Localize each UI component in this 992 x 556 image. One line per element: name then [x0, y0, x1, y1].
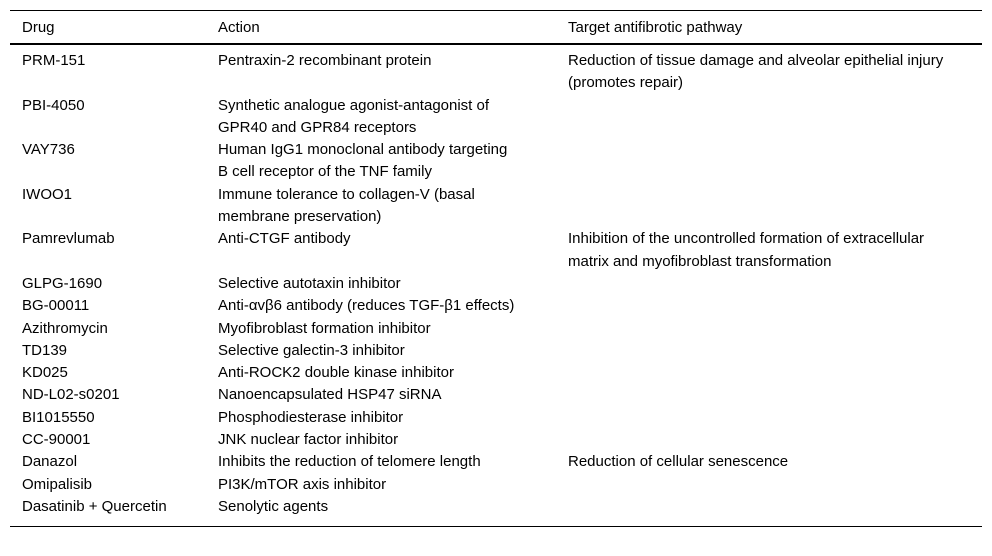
cell-action: JNK nuclear factor inhibitor [218, 431, 399, 449]
table-row: PBI-4050 Synthetic analogue agonist-antag… [10, 95, 982, 140]
paper-table-container: Drug Action Target antifibrotic pathway … [10, 10, 982, 528]
cell-action: Selective galectin-3 inhibitor [218, 341, 405, 359]
antifibrotic-drugs-table: Drug Action Target antifibrotic pathway … [10, 10, 982, 528]
cell-drug: Dasatinib + Quercetin [22, 497, 167, 515]
table-row: VAY736 Human IgG1 monoclonal antibody tar… [10, 139, 982, 184]
cell-target [568, 318, 982, 340]
cell-target [568, 273, 982, 295]
cell-target [568, 295, 982, 317]
table-header-row: Drug Action Target antifibrotic pathway [10, 10, 982, 45]
cell-target [568, 95, 982, 140]
cell-action: PI3K/mTOR axis inhibitor [218, 475, 387, 493]
cell-drug: BG-00011 [22, 297, 90, 315]
cell-target [568, 362, 982, 384]
table-row: PRM-151 Pentraxin-2 recombinant protein Re… [10, 44, 982, 95]
cell-drug: Azithromycin [22, 319, 108, 337]
table-row: TD139 Selective galectin-3 inhibitor [10, 340, 982, 362]
cell-target: Reduction of cellular senescence [568, 453, 789, 471]
cell-drug: Omipalisib [22, 475, 93, 493]
cell-target [568, 340, 982, 362]
cell-action: Anti-αvβ6 antibody (reduces TGF-β1 effec… [218, 297, 515, 315]
cell-target [568, 139, 982, 184]
cell-drug: GLPG-1690 [22, 274, 103, 292]
column-header-action: Action [218, 10, 568, 45]
cell-action: Pentraxin-2 recombinant protein [218, 52, 432, 69]
cell-drug: ND-L02-s0201 [22, 386, 120, 404]
table-row: GLPG-1690 Selective autotaxin inhibitor [10, 273, 982, 295]
cell-action: Anti-CTGF antibody [218, 230, 351, 248]
cell-action: Human IgG1 monoclonal antibody targeting… [218, 141, 508, 181]
table-row: ND-L02-s0201 Nanoencapsulated HSP47 siRNA [10, 384, 982, 406]
cell-target [568, 429, 982, 451]
column-header-drug: Drug [10, 10, 218, 45]
cell-action: Immune tolerance to collagen-V (basal me… [218, 185, 475, 226]
table-row: Azithromycin Myofibroblast formation inhi… [10, 318, 982, 340]
cell-drug: IWOO1 [22, 185, 73, 203]
cell-drug: Pamrevlumab [22, 230, 115, 248]
cell-drug: TD139 [22, 341, 68, 359]
cell-action: Inhibits the reduction of telomere lengt… [218, 453, 481, 471]
cell-action: Selective autotaxin inhibitor [218, 274, 401, 292]
cell-target [568, 474, 982, 496]
cell-target [568, 407, 982, 429]
cell-target [568, 496, 982, 527]
cell-action: Myofibroblast formation inhibitor [218, 319, 431, 337]
cell-action: Anti-ROCK2 double kinase inhibitor [218, 364, 454, 382]
cell-action: Phosphodiesterase inhibitor [218, 408, 404, 426]
table-row: Pamrevlumab Anti-CTGF antibody Inhibition … [10, 228, 982, 273]
cell-target [568, 184, 982, 229]
cell-drug: VAY736 [22, 141, 75, 159]
table-row: KD025 Anti-ROCK2 double kinase inhibitor [10, 362, 982, 384]
table-row: BG-00011 Anti-αvβ6 antibody (reduces TGF-… [10, 295, 982, 317]
cell-action: Nanoencapsulated HSP47 siRNA [218, 386, 442, 404]
table-row: Omipalisib PI3K/mTOR axis inhibitor [10, 474, 982, 496]
cell-target [568, 384, 982, 406]
cell-drug: PBI-4050 [22, 96, 85, 114]
cell-drug: CC-90001 [22, 431, 91, 449]
cell-target: Reduction of tissue damage and alveolar … [568, 52, 944, 92]
cell-drug: BI1015550 [22, 408, 95, 426]
cell-drug: KD025 [22, 364, 68, 382]
table-row: Danazol Inhibits the reduction of telomer… [10, 451, 982, 473]
cell-action: Synthetic analogue agonist-antagonist of… [218, 96, 490, 136]
cell-drug: Danazol [22, 453, 78, 471]
table-row: IWOO1 Immune tolerance to collagen-V (bas… [10, 184, 982, 229]
table-row: Dasatinib + Quercetin Senolytic agents [10, 496, 982, 527]
table-row: BI1015550 Phosphodiesterase inhibitor [10, 407, 982, 429]
column-header-target: Target antifibrotic pathway [568, 10, 982, 45]
cell-drug: PRM-151 [22, 52, 86, 69]
cell-target: Inhibition of the uncontrolled formation… [568, 230, 925, 270]
cell-action: Senolytic agents [218, 497, 329, 515]
table-row: CC-90001 JNK nuclear factor inhibitor [10, 429, 982, 451]
